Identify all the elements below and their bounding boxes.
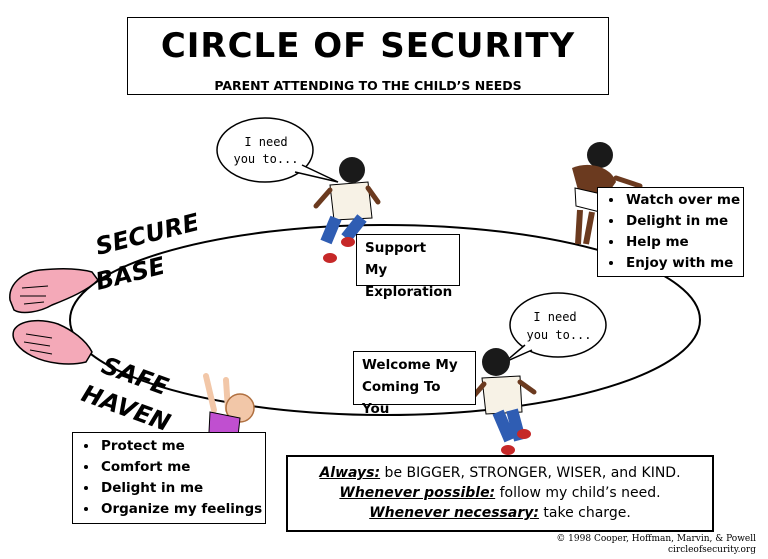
support-line2: Exploration	[365, 284, 453, 300]
principle-whenever-possible: Whenever possible: follow my child’s nee…	[288, 483, 712, 503]
principle-whenever-necessary: Whenever necessary: take charge.	[288, 503, 712, 523]
upper-hand-icon	[9, 267, 99, 314]
bubble-top-line1: I need	[244, 135, 287, 149]
list-item: Delight in me	[624, 211, 743, 232]
welcome-line1: Welcome My	[362, 357, 458, 373]
speech-bubble-bottom: I need you to...	[504, 292, 607, 363]
bubble-top-line2: you to...	[233, 152, 298, 166]
list-item: Help me	[624, 232, 743, 253]
list-item: Watch over me	[624, 190, 743, 211]
copyright-notice: © 1998 Cooper, Hoffman, Marvin, & Powell…	[556, 534, 756, 556]
safe-haven-needs-box: Protect me Comfort me Delight in me Orga…	[72, 432, 266, 524]
copyright-line2: circleofsecurity.org	[667, 545, 756, 555]
principle-necessary-label: Whenever necessary:	[369, 505, 539, 521]
page-title: CIRCLE OF SECURITY	[160, 26, 576, 66]
principle-always-label: Always:	[319, 465, 381, 481]
title-box: CIRCLE OF SECURITY PARENT ATTENDING TO T…	[127, 17, 609, 95]
security-circle	[69, 224, 701, 416]
principle-possible-label: Whenever possible:	[339, 485, 496, 501]
parenting-principles-box: Always: be BIGGER, STRONGER, WISER, and …	[286, 455, 714, 532]
child-exploring-icon	[313, 157, 381, 263]
list-item: Protect me	[99, 436, 265, 457]
copyright-line1: © 1998 Cooper, Hoffman, Marvin, & Powell	[556, 534, 756, 544]
child-returning-icon	[469, 348, 537, 455]
support-line1: Support My	[365, 240, 427, 278]
support-exploration-box: Support My Exploration	[356, 234, 460, 300]
list-item: Enjoy with me	[624, 253, 743, 274]
secure-base-needs-box: Watch over me Delight in me Help me Enjo…	[597, 187, 744, 277]
secure-base-needs-list: Watch over me Delight in me Help me Enjo…	[598, 190, 743, 274]
bubble-bottom-line1: I need	[533, 310, 576, 324]
label-secure: SECURE	[93, 208, 203, 261]
welcome-coming-box: Welcome My Coming To You	[353, 351, 476, 417]
principle-always-text: be BIGGER, STRONGER, WISER, and KIND.	[380, 465, 681, 481]
list-item: Organize my feelings	[99, 499, 265, 520]
list-item: Delight in me	[99, 478, 265, 499]
safe-haven-needs-list: Protect me Comfort me Delight in me Orga…	[73, 436, 265, 520]
welcome-line2: Coming To You	[362, 379, 441, 417]
principle-possible-text: follow my child’s need.	[495, 485, 661, 501]
list-item: Comfort me	[99, 457, 265, 478]
page-subtitle: PARENT ATTENDING TO THE CHILD’S NEEDS	[214, 78, 522, 93]
lower-hand-icon	[12, 319, 93, 365]
principle-necessary-text: take charge.	[538, 505, 631, 521]
bubble-bottom-line2: you to...	[526, 328, 591, 342]
speech-bubble-top: I need you to...	[216, 117, 339, 183]
principle-always: Always: be BIGGER, STRONGER, WISER, and …	[288, 463, 712, 483]
